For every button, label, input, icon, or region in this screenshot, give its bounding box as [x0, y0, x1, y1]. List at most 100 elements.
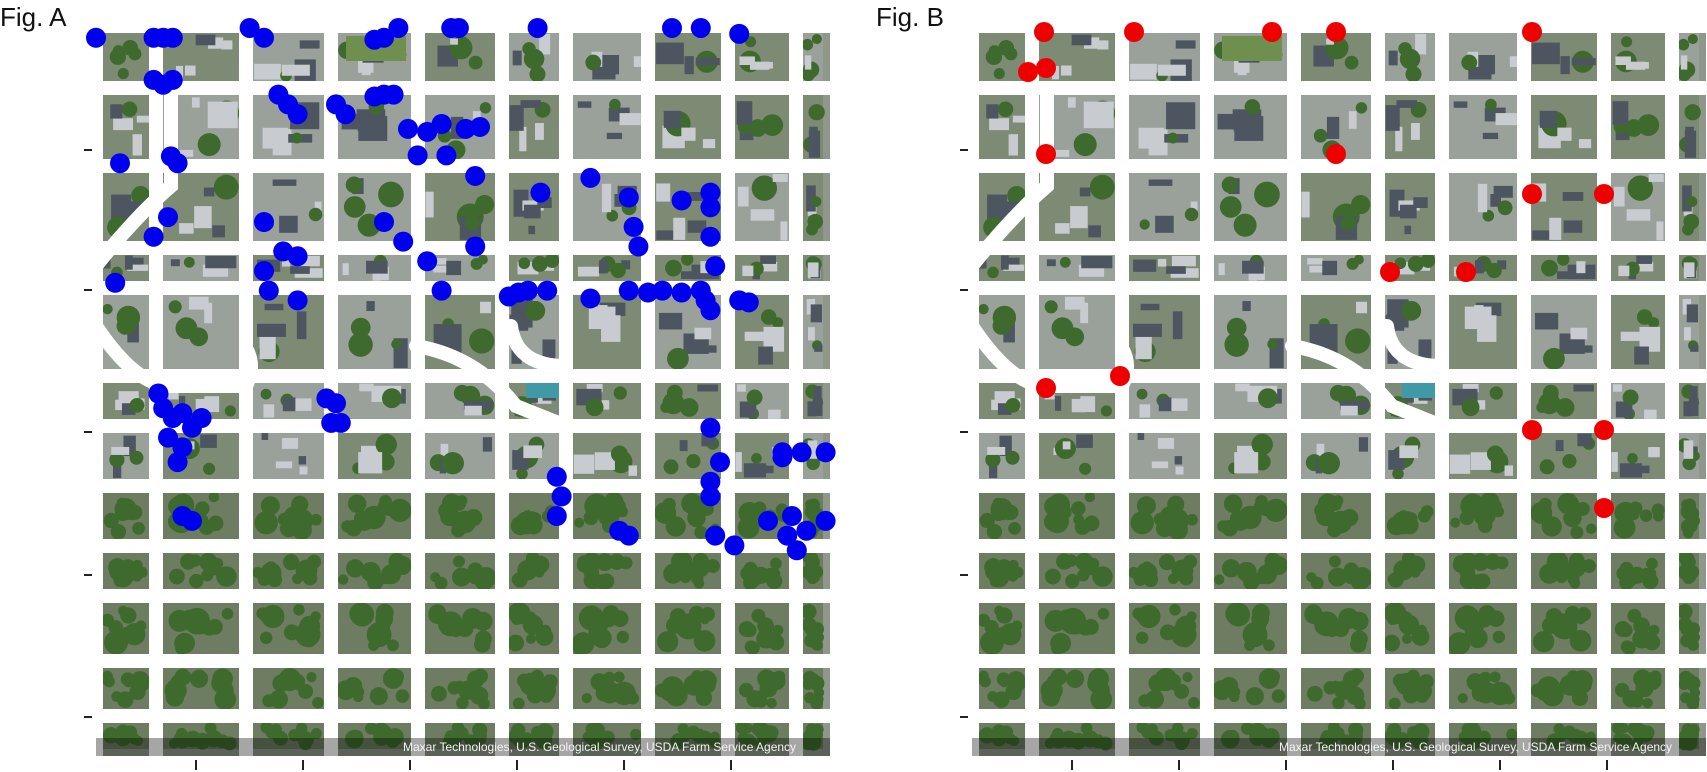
- location-marker: [705, 525, 726, 546]
- tree-canopy: [670, 733, 687, 750]
- location-marker: [326, 393, 346, 414]
- building: [1071, 34, 1092, 46]
- tree-canopy: [1643, 573, 1654, 584]
- building: [1560, 56, 1570, 75]
- building: [203, 187, 215, 197]
- tree-canopy: [1137, 604, 1161, 629]
- tree-canopy: [1242, 622, 1268, 648]
- tree-canopy: [665, 259, 682, 277]
- building: [433, 265, 456, 273]
- building: [1532, 230, 1557, 240]
- building: [749, 61, 770, 70]
- tree-canopy: [1074, 519, 1091, 535]
- location-marker: [758, 510, 778, 531]
- tree-canopy: [464, 508, 483, 527]
- tree-canopy: [112, 566, 134, 588]
- location-marker: [628, 236, 649, 257]
- map-attribution: Maxar Technologies, U.S. Geological Surv…: [403, 740, 796, 754]
- tree-canopy: [221, 608, 234, 620]
- tree-canopy: [472, 722, 488, 738]
- tree-canopy: [693, 578, 705, 589]
- building: [298, 456, 307, 465]
- tree-canopy: [1073, 133, 1097, 157]
- tree-canopy: [996, 607, 1013, 624]
- tree-canopy: [583, 563, 600, 580]
- location-marker: [465, 165, 486, 186]
- tree-canopy: [102, 303, 113, 315]
- tree-canopy: [1328, 555, 1341, 568]
- building: [681, 127, 696, 141]
- tree-canopy: [993, 68, 1005, 80]
- tree-canopy: [295, 559, 318, 582]
- tree-canopy: [1143, 572, 1159, 588]
- building: [1158, 258, 1167, 267]
- tree-canopy: [1383, 634, 1401, 652]
- tree-canopy: [772, 624, 784, 636]
- building: [359, 383, 374, 392]
- marker-layer: [86, 17, 836, 561]
- location-marker: [1110, 366, 1130, 386]
- tree-canopy: [441, 451, 464, 475]
- road-curve: [504, 319, 573, 373]
- tree-canopy: [132, 735, 144, 747]
- tree-canopy: [1492, 630, 1506, 644]
- location-marker: [690, 17, 711, 38]
- location-marker: [110, 153, 130, 174]
- tree-canopy: [1461, 54, 1478, 71]
- location-marker: [729, 23, 750, 44]
- tree-canopy: [1217, 520, 1230, 533]
- location-marker: [700, 417, 721, 438]
- tree-canopy: [1677, 604, 1693, 620]
- building: [1140, 303, 1160, 311]
- location-marker: [530, 182, 551, 203]
- tree-canopy: [663, 459, 679, 475]
- tree-canopy: [291, 132, 303, 144]
- building: [1043, 149, 1070, 157]
- location-marker: [1262, 22, 1282, 42]
- building: [594, 452, 615, 470]
- tree-canopy: [378, 181, 404, 208]
- map-b[interactable]: Maxar Technologies, U.S. Geological Surv…: [876, 0, 1707, 772]
- tree-canopy: [1546, 733, 1563, 750]
- tree-canopy: [1158, 554, 1176, 571]
- tree-canopy: [695, 689, 713, 707]
- building: [450, 38, 458, 45]
- location-marker: [700, 471, 721, 492]
- tree-canopy: [691, 728, 707, 744]
- tree-canopy: [381, 388, 402, 409]
- tree-canopy: [677, 723, 689, 735]
- tree-canopy: [1450, 517, 1461, 528]
- tree-canopy: [216, 681, 234, 699]
- tree-canopy: [1453, 555, 1467, 569]
- building: [763, 326, 785, 352]
- tree-canopy: [745, 36, 757, 48]
- building: [1686, 304, 1699, 323]
- location-marker: [551, 486, 572, 507]
- building: [810, 304, 823, 323]
- tree-canopy: [535, 732, 553, 750]
- building: [1175, 40, 1196, 49]
- building: [256, 323, 286, 337]
- building: [1080, 396, 1096, 413]
- tree-canopy: [507, 634, 525, 652]
- tree-canopy: [1005, 397, 1021, 413]
- tree-canopy: [766, 697, 777, 709]
- building: [700, 261, 710, 274]
- tree-canopy: [1271, 689, 1286, 703]
- tree-canopy: [1098, 736, 1113, 751]
- tree-canopy: [573, 641, 588, 656]
- tree-canopy: [581, 693, 592, 704]
- building: [1690, 345, 1699, 352]
- tree-canopy: [1224, 332, 1249, 357]
- tree-canopy: [269, 690, 288, 709]
- tree-canopy: [183, 256, 195, 268]
- tree-canopy: [616, 630, 630, 644]
- tree-canopy: [746, 641, 760, 655]
- tree-canopy: [1155, 519, 1174, 538]
- tree-canopy: [1349, 668, 1365, 684]
- building: [1326, 116, 1340, 139]
- location-marker: [158, 427, 178, 448]
- map-a[interactable]: Maxar Technologies, U.S. Geological Surv…: [0, 0, 860, 772]
- building: [656, 183, 671, 202]
- tree-canopy: [1557, 253, 1570, 266]
